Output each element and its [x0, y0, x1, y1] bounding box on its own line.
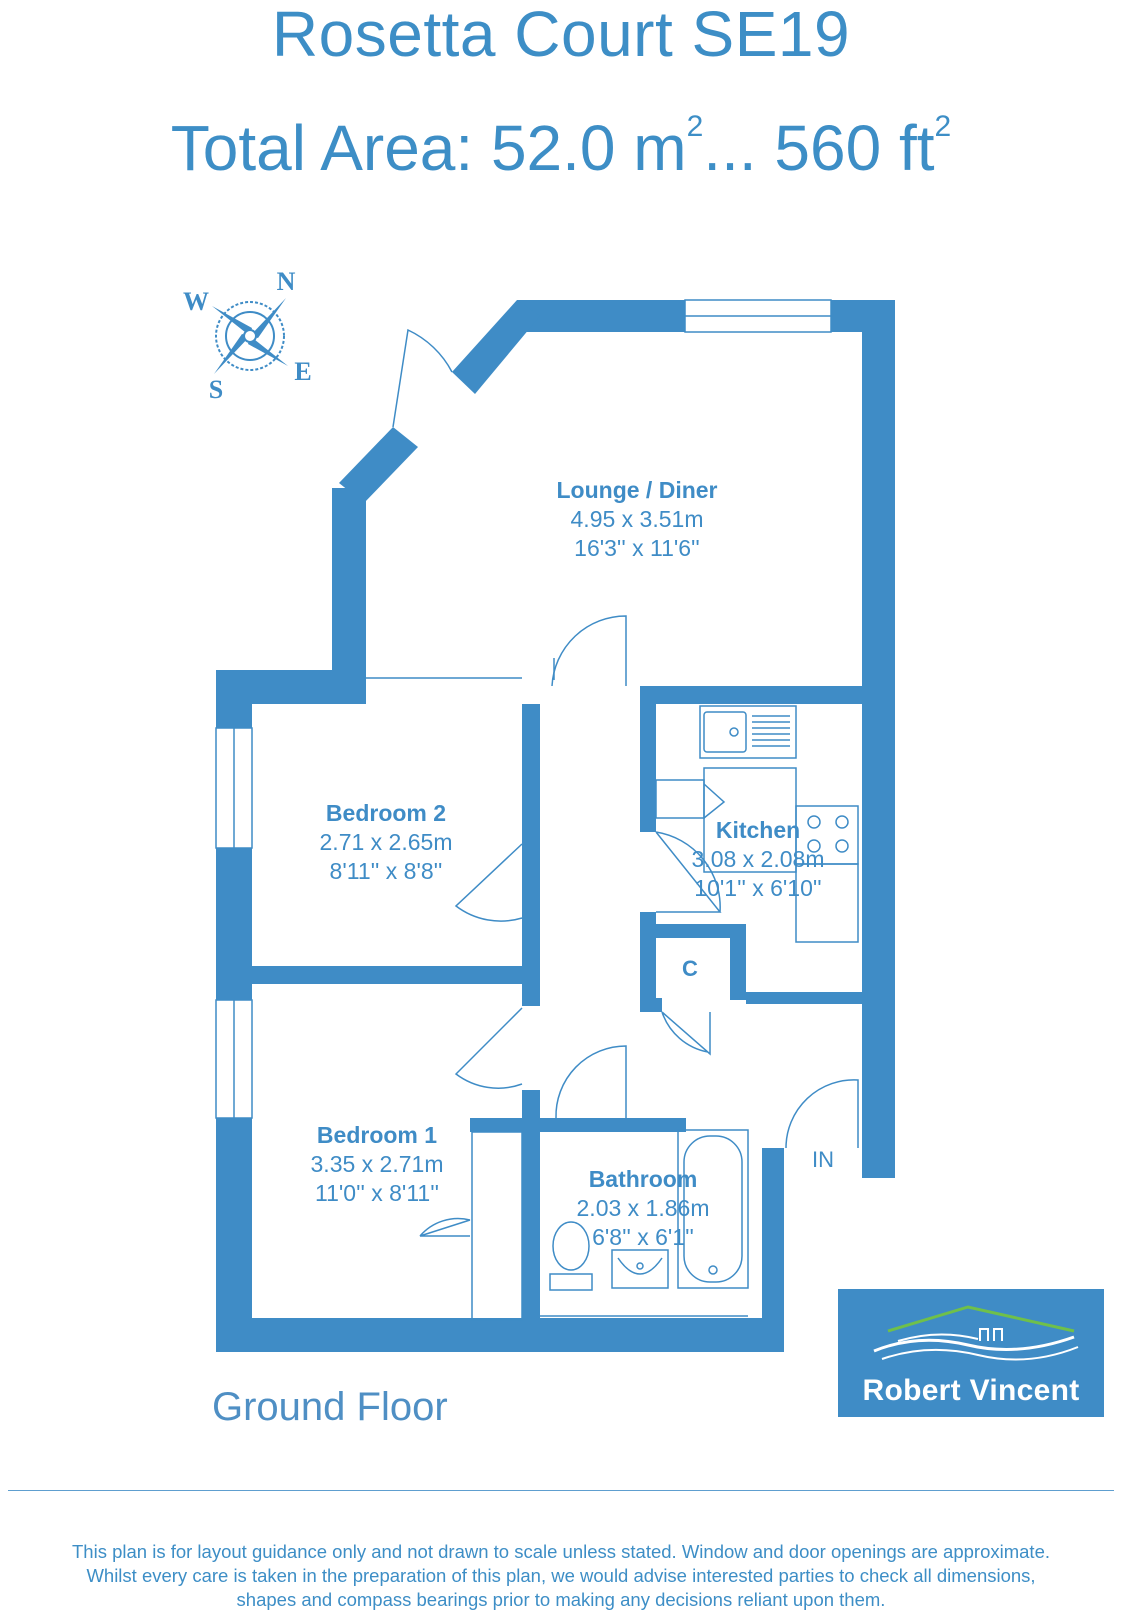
house-roof-icon — [873, 1305, 1079, 1361]
room-metric: 2.71 x 2.65m — [320, 829, 453, 855]
room-imperial: 8'11'' x 8'8'' — [330, 858, 443, 884]
room-metric: 2.03 x 1.86m — [577, 1195, 710, 1221]
floor-plan: N E S W — [183, 267, 895, 1352]
room-lounge: Lounge / Diner 4.95 x 3.51m 16'3'' x 11'… — [557, 477, 718, 561]
room-name: Bathroom — [589, 1166, 698, 1192]
doors — [366, 328, 859, 1237]
room-name: Kitchen — [716, 817, 800, 843]
logo-text: Robert Vincent — [862, 1374, 1080, 1407]
disclaimer: This plan is for layout guidance only an… — [10, 1540, 1112, 1612]
room-bedroom-2: Bedroom 2 2.71 x 2.65m 8'11'' x 8'8'' — [320, 800, 453, 884]
total-area: Total Area: 52.0 m2... 560 ft2 — [0, 112, 1122, 181]
disclaimer-line: Whilst every care is taken in the prepar… — [86, 1565, 1036, 1586]
compass-north: N — [277, 267, 296, 296]
room-metric: 4.95 x 3.51m — [571, 506, 704, 532]
room-imperial: 10'1'' x 6'10'' — [694, 875, 821, 901]
entrance-label: IN — [812, 1147, 834, 1172]
compass-east: E — [294, 357, 311, 386]
area-metric: Total Area: 52.0 m — [170, 112, 687, 184]
room-imperial: 11'0'' x 8'11'' — [315, 1180, 439, 1206]
room-bathroom: Bathroom 2.03 x 1.86m 6'8'' x 6'1'' — [577, 1166, 710, 1250]
page-title: Rosetta Court SE19 — [271, 0, 851, 70]
fixtures — [471, 705, 859, 1321]
disclaimer-line: shapes and compass bearings prior to mak… — [236, 1589, 886, 1610]
room-metric: 3.08 x 2.08m — [692, 846, 825, 872]
area-imperial: ... 560 ft — [703, 112, 935, 184]
room-name: Bedroom 1 — [317, 1122, 437, 1148]
compass-south: S — [209, 375, 223, 404]
disclaimer-line: This plan is for layout guidance only an… — [72, 1541, 1050, 1562]
room-imperial: 6'8'' x 6'1'' — [592, 1224, 694, 1250]
compass-rose-icon — [212, 298, 288, 374]
room-name: Lounge / Diner — [557, 477, 718, 503]
area-metric-exponent: 2 — [686, 110, 704, 143]
room-bedroom-1: Bedroom 1 3.35 x 2.71m 11'0'' x 8'11'' — [311, 1122, 444, 1206]
cupboard-label: C — [682, 956, 698, 981]
windows — [215, 299, 832, 1119]
divider — [8, 1490, 1114, 1491]
room-imperial: 16'3'' x 11'6'' — [574, 535, 700, 561]
room-metric: 3.35 x 2.71m — [311, 1151, 444, 1177]
company-logo: Robert Vincent — [838, 1289, 1104, 1417]
room-kitchen: Kitchen 3.08 x 2.08m 10'1'' x 6'10'' — [692, 817, 825, 901]
area-imperial-exponent: 2 — [934, 110, 952, 143]
floor-label: Ground Floor — [212, 1385, 448, 1429]
compass-west: W — [183, 287, 209, 316]
room-name: Bedroom 2 — [326, 800, 446, 826]
